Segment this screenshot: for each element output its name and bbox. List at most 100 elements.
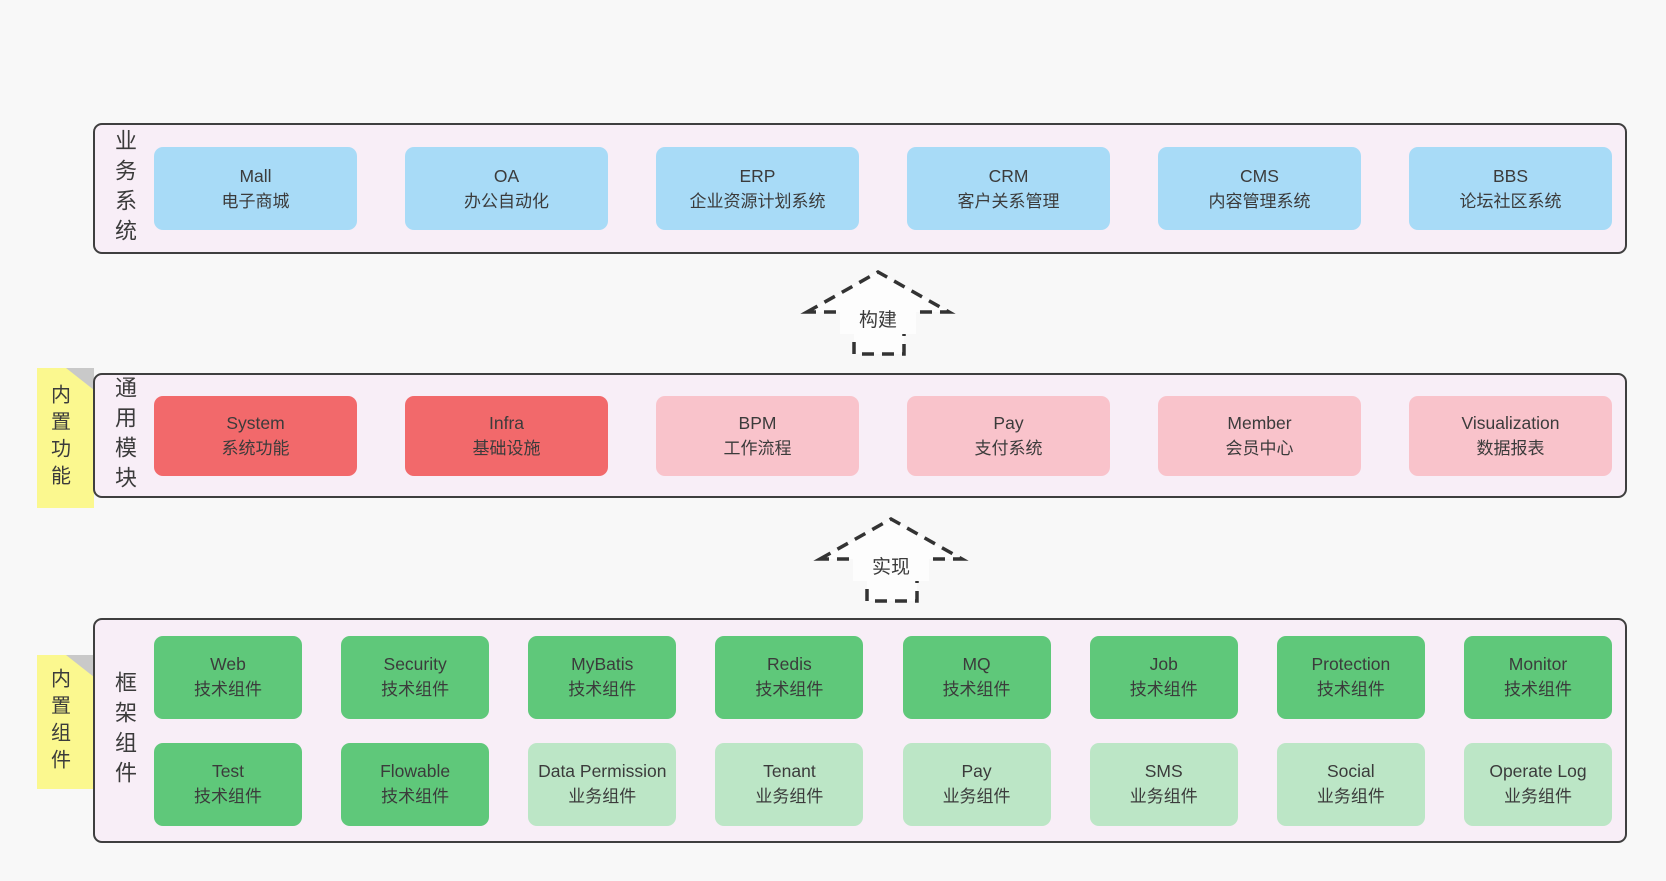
component-box-crm: CRM 客户关系管理 bbox=[907, 147, 1110, 230]
component-name: ERP bbox=[739, 165, 776, 186]
component-description: 技术组件 bbox=[1316, 680, 1385, 699]
component-description: 技术组件 bbox=[194, 680, 262, 699]
component-description: 系统功能 bbox=[221, 438, 290, 458]
component-description: 内容管理系统 bbox=[1208, 191, 1311, 211]
component-description: 业务组件 bbox=[1129, 787, 1198, 806]
component-name: Data Permission bbox=[538, 761, 667, 781]
folded-corner bbox=[66, 368, 94, 390]
component-name: Mall bbox=[239, 165, 272, 186]
component-description: 技术组件 bbox=[1129, 680, 1198, 699]
component-description: 会员中心 bbox=[1225, 438, 1294, 458]
folded-corner bbox=[66, 655, 94, 677]
component-name: CRM bbox=[988, 165, 1029, 186]
component-description: 企业资源计划系统 bbox=[689, 191, 826, 211]
component-description: 技术组件 bbox=[1503, 680, 1572, 699]
component-name: Test bbox=[211, 761, 245, 781]
component-description: 业务组件 bbox=[755, 787, 824, 806]
arrow-label: 实现 bbox=[872, 556, 910, 578]
component-box-monitor: Monitor 技术组件 bbox=[1463, 635, 1612, 719]
component-box-web: Web 技术组件 bbox=[154, 635, 302, 719]
component-description: 客户关系管理 bbox=[957, 191, 1060, 211]
sticky-label: 内置功能 bbox=[47, 384, 70, 492]
band-label: 通用模块 bbox=[95, 375, 153, 496]
band-label: 业务系统 bbox=[95, 125, 153, 252]
component-box-member: Member 会员中心 bbox=[1158, 395, 1361, 476]
band-label-text: 业务系统 bbox=[112, 128, 137, 249]
component-name: CMS bbox=[1240, 165, 1279, 186]
component-name: Monitor bbox=[1508, 654, 1568, 674]
component-box-bbs: BBS 论坛社区系统 bbox=[1409, 147, 1612, 230]
component-description: 业务组件 bbox=[1316, 787, 1385, 806]
component-name: Member bbox=[1227, 412, 1292, 433]
sticky-label: 内置组件 bbox=[47, 668, 70, 776]
component-box-mall: Mall 电子商城 bbox=[154, 147, 357, 230]
component-box-social: Social 业务组件 bbox=[1276, 742, 1425, 826]
component-description: 办公自动化 bbox=[464, 191, 549, 211]
component-box-mybatis: MyBatis 技术组件 bbox=[528, 635, 677, 719]
component-box-oa: OA 办公自动化 bbox=[405, 147, 608, 230]
implement-arrow: 实现 bbox=[813, 516, 969, 603]
component-box-cms: CMS 内容管理系统 bbox=[1158, 147, 1361, 230]
component-box-job: Job 技术组件 bbox=[1089, 635, 1238, 719]
arrow-label-background bbox=[853, 551, 929, 581]
component-name: Protection bbox=[1311, 654, 1391, 674]
component-box-erp: ERP 企业资源计划系统 bbox=[656, 147, 859, 230]
arrow-label: 构建 bbox=[859, 309, 897, 331]
band-label-text: 框架组件 bbox=[112, 670, 137, 791]
component-description: 电子商城 bbox=[221, 191, 290, 211]
component-box-test: Test 技术组件 bbox=[154, 742, 302, 826]
component-box-sms: SMS 业务组件 bbox=[1089, 742, 1238, 826]
business-systems-band: 业务系统 Mall 电子商城 OA 办公自动化 ERP 企业资源计划系统 CRM 客户关系管理… bbox=[93, 123, 1627, 254]
component-name: BBS bbox=[1492, 165, 1529, 186]
component-description: 业务组件 bbox=[1503, 787, 1572, 806]
component-box-operate-log: Operate Log 业务组件 bbox=[1463, 742, 1612, 826]
band-label: 框架组件 bbox=[95, 620, 153, 841]
component-description: 支付系统 bbox=[974, 438, 1043, 458]
component-name: Pay bbox=[993, 412, 1024, 433]
component-name: Tenant bbox=[763, 761, 816, 781]
component-description: 技术组件 bbox=[381, 787, 450, 806]
component-name: Operate Log bbox=[1489, 761, 1587, 781]
component-name: System bbox=[226, 412, 285, 433]
component-description: 业务组件 bbox=[942, 787, 1011, 806]
component-box-tenant: Tenant 业务组件 bbox=[715, 742, 864, 826]
component-box-mq: MQ 技术组件 bbox=[902, 635, 1051, 719]
component-name: Job bbox=[1149, 654, 1178, 674]
component-name: SMS bbox=[1144, 761, 1183, 781]
component-name: MQ bbox=[962, 654, 991, 674]
component-description: 业务组件 bbox=[568, 787, 637, 806]
component-box-data-permission: Data Permission 业务组件 bbox=[528, 742, 677, 826]
band-label-text: 通用模块 bbox=[112, 375, 137, 496]
component-box-protection: Protection 技术组件 bbox=[1276, 635, 1425, 719]
component-description: 论坛社区系统 bbox=[1459, 191, 1562, 211]
component-description: 技术组件 bbox=[942, 680, 1011, 699]
sticky-note-built-in-components: 内置组件 bbox=[37, 655, 94, 789]
component-description: 技术组件 bbox=[194, 787, 262, 806]
component-box-system: System 系统功能 bbox=[154, 395, 357, 476]
sticky-note-built-in-features: 内置功能 bbox=[37, 368, 94, 508]
component-description: 工作流程 bbox=[723, 438, 792, 458]
build-arrow: 构建 bbox=[800, 269, 956, 356]
component-name: OA bbox=[493, 165, 520, 186]
component-name: Security bbox=[383, 654, 447, 674]
component-name: Social bbox=[1327, 761, 1375, 781]
component-name: MyBatis bbox=[571, 654, 634, 674]
component-description: 基础设施 bbox=[472, 438, 541, 458]
component-name: Web bbox=[210, 654, 246, 674]
component-box-pay: Pay 支付系统 bbox=[907, 395, 1110, 476]
component-name: Redis bbox=[767, 654, 812, 674]
component-description: 技术组件 bbox=[568, 680, 637, 699]
